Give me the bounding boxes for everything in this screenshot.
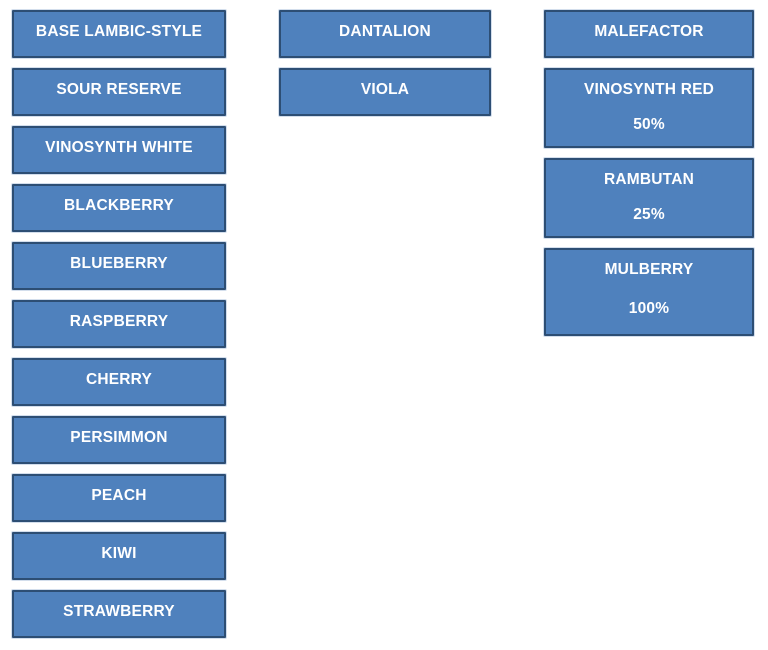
flavor-box: MULBERRY 100%	[544, 248, 754, 336]
column-header-label: MALEFACTOR	[594, 23, 704, 40]
column-header-box: DANTALION	[279, 10, 491, 58]
flavor-box: BLUEBERRY	[12, 242, 226, 290]
flavor-label: BLACKBERRY	[64, 197, 174, 214]
flavor-percent: 100%	[628, 300, 670, 317]
flavor-label: PEACH	[91, 487, 147, 504]
flavor-label: RAMBUTAN	[604, 171, 694, 188]
flavor-label: VINOSYNTH RED	[583, 81, 715, 98]
column-dantalion: DANTALION VIOLA	[279, 10, 491, 116]
column-header-label: BASE LAMBIC-STYLE	[35, 23, 203, 40]
flavor-label: RASPBERRY	[69, 313, 169, 330]
flavor-percent: 50%	[633, 116, 665, 133]
flavor-label: MULBERRY	[604, 261, 694, 278]
flavor-label: PERSIMMON	[70, 429, 168, 446]
flavor-label: STRAWBERRY	[63, 603, 175, 620]
flavor-label: KIWI	[101, 545, 137, 562]
flavor-box: PEACH	[12, 474, 226, 522]
column-header-box: BASE LAMBIC-STYLE	[12, 10, 226, 58]
flavor-box: BLACKBERRY	[12, 184, 226, 232]
column-base-lambic-style: BASE LAMBIC-STYLE SOUR RESERVE VINOSYNTH…	[12, 10, 226, 638]
flavor-label: VINOSYNTH WHITE	[45, 139, 193, 156]
flavor-box: VIOLA	[279, 68, 491, 116]
flavor-box: RASPBERRY	[12, 300, 226, 348]
flavor-label: CHERRY	[85, 371, 153, 388]
flavor-box: RAMBUTAN 25%	[544, 158, 754, 238]
flavor-box: STRAWBERRY	[12, 590, 226, 638]
flavor-box: SOUR RESERVE	[12, 68, 226, 116]
flavor-box: VINOSYNTH WHITE	[12, 126, 226, 174]
flavor-label: VIOLA	[360, 81, 410, 98]
flavor-box: KIWI	[12, 532, 226, 580]
column-header-box: MALEFACTOR	[544, 10, 754, 58]
flavor-box: CHERRY	[12, 358, 226, 406]
column-header-label: DANTALION	[339, 23, 431, 40]
column-malefactor: MALEFACTOR VINOSYNTH RED 50% RAMBUTAN 25…	[544, 10, 754, 336]
flavor-box: PERSIMMON	[12, 416, 226, 464]
flavor-box: VINOSYNTH RED 50%	[544, 68, 754, 148]
flavor-label: BLUEBERRY	[70, 255, 168, 272]
flavor-label: SOUR RESERVE	[56, 81, 182, 98]
flavor-percent: 25%	[633, 206, 665, 223]
